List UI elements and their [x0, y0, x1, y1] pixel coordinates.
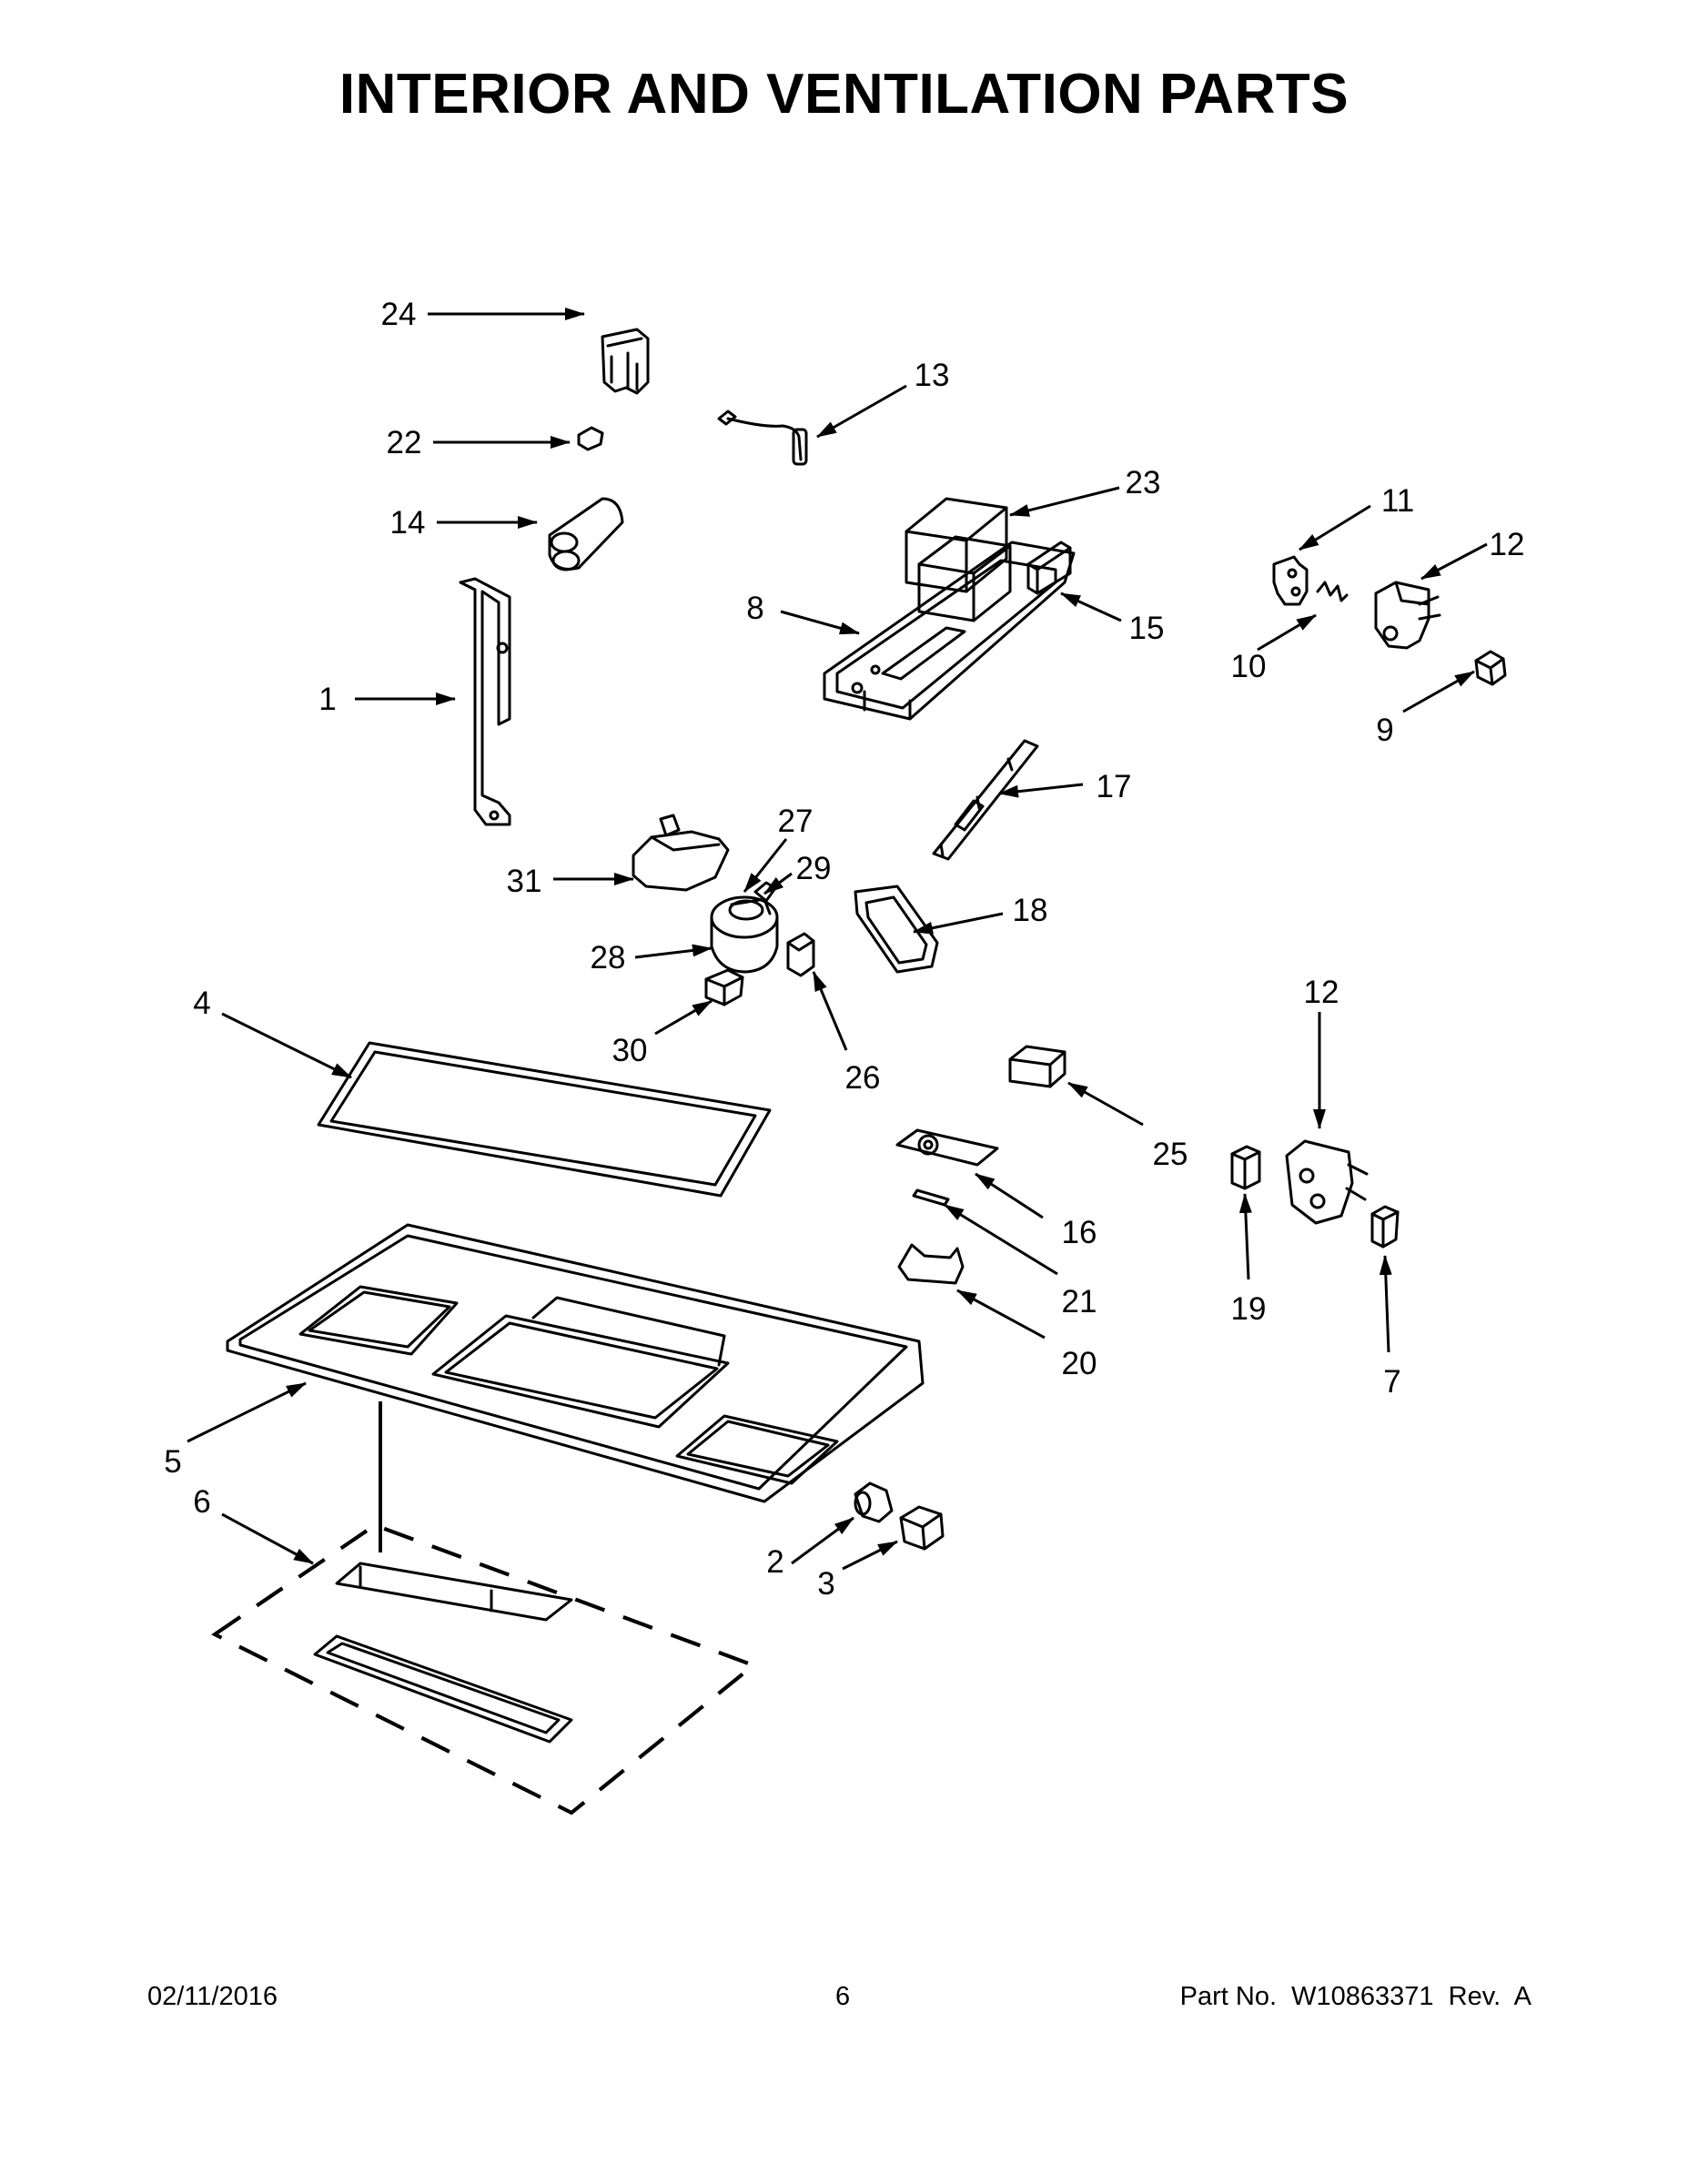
- callout-1: 1: [318, 682, 336, 717]
- leader-lines: [187, 308, 1488, 1571]
- callout-labels: 24 22 14 1 13 23 8 15 11 12 10 9 17 27 2…: [164, 297, 1524, 1602]
- rail-part-17: [932, 739, 1039, 861]
- pin-part-21: [912, 1188, 950, 1207]
- callout-24: 24: [381, 297, 417, 332]
- callout-26: 26: [845, 1060, 881, 1096]
- callout-3: 3: [817, 1566, 834, 1602]
- callout-5: 5: [164, 1444, 181, 1480]
- callout-12-right: 12: [1304, 975, 1339, 1010]
- grease-filter-part-4: [317, 1041, 772, 1198]
- footer-part-number: Part No. W10863371 Rev. A: [1179, 1982, 1531, 2011]
- light-socket-part-3: [899, 1505, 945, 1551]
- callout-16: 16: [1062, 1215, 1097, 1250]
- callout-11: 11: [1381, 483, 1414, 519]
- spring-part-10: [1316, 581, 1349, 602]
- switch-part-30: [704, 968, 744, 1006]
- callout-8: 8: [746, 591, 763, 626]
- bracket-part-20: [897, 1243, 965, 1285]
- bottom-plate-part-5: [226, 1223, 925, 1503]
- callout-18: 18: [1013, 893, 1048, 928]
- callout-23: 23: [1126, 465, 1161, 500]
- switch-part-11: [1272, 555, 1309, 606]
- callout-27: 27: [778, 804, 814, 839]
- optional-accessory-dashed-outline: [211, 1401, 757, 1815]
- page-title: INTERIOR AND VENTILATION PARTS: [339, 63, 1349, 126]
- transformer-part-23: [905, 497, 1012, 622]
- motor-bracket-part-31: [632, 814, 730, 892]
- footer-date: 02/11/2016: [147, 1982, 278, 2011]
- callout-13: 13: [915, 358, 950, 393]
- light-socket-part-25: [1008, 1045, 1066, 1088]
- switch-part-19: [1230, 1145, 1261, 1190]
- switch-part-7: [1370, 1205, 1400, 1249]
- bracket-part-1: [459, 577, 511, 826]
- callout-10: 10: [1231, 649, 1267, 684]
- callout-12-top: 12: [1490, 527, 1525, 562]
- switch-plate-part-16: [895, 1128, 999, 1167]
- panel-part-18: [854, 885, 939, 974]
- clip-part-22: [577, 426, 604, 451]
- bracket-part-24: [601, 328, 650, 395]
- callout-22: 22: [387, 425, 422, 460]
- light-lens-part-2: [854, 1481, 894, 1523]
- motor-part-28: [710, 895, 779, 974]
- callout-15: 15: [1129, 611, 1165, 646]
- callout-30: 30: [612, 1033, 648, 1068]
- callout-21: 21: [1062, 1284, 1097, 1320]
- thermal-fuse-part-13: [717, 410, 808, 466]
- callout-28: 28: [591, 940, 626, 976]
- capacitor-part-14: [548, 497, 624, 571]
- fuse-holder-part-15: [1026, 541, 1072, 595]
- latch-part-12-right: [1285, 1139, 1369, 1225]
- callout-29: 29: [796, 851, 832, 886]
- bracket-part-26: [786, 932, 815, 977]
- callout-14: 14: [390, 505, 426, 541]
- callout-7: 7: [1383, 1364, 1400, 1400]
- callout-25: 25: [1153, 1137, 1188, 1172]
- footer-page-number: 6: [835, 1982, 851, 2011]
- callout-17: 17: [1097, 769, 1132, 804]
- latch-part-12-top: [1374, 581, 1441, 650]
- callout-31: 31: [507, 864, 542, 899]
- callout-6: 6: [193, 1484, 210, 1520]
- switch-part-9: [1474, 650, 1507, 686]
- callout-4: 4: [193, 986, 210, 1021]
- callout-2: 2: [766, 1544, 783, 1580]
- charcoal-filter-part-6: [313, 1562, 573, 1744]
- callout-19: 19: [1231, 1291, 1267, 1327]
- callout-9: 9: [1376, 713, 1393, 748]
- callout-20: 20: [1062, 1346, 1097, 1381]
